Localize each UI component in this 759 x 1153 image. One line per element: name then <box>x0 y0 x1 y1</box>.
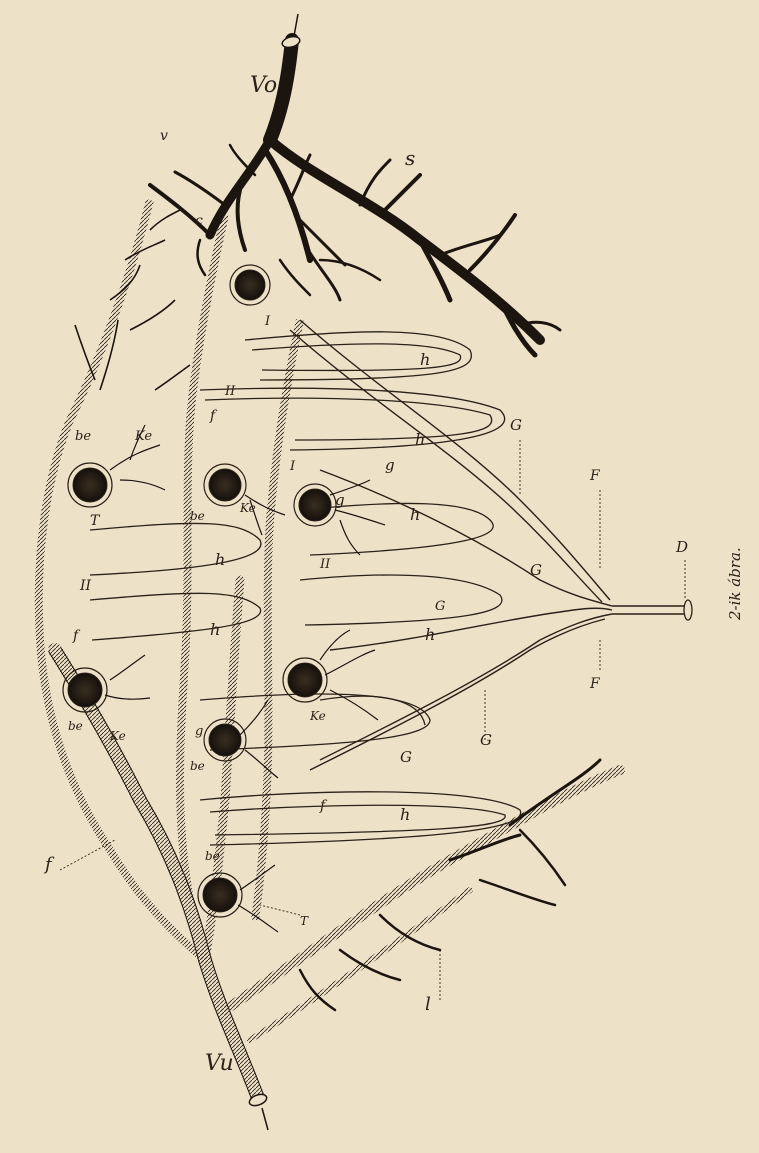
label-i-mid: I <box>289 459 296 474</box>
label-ke-3: Ke <box>109 729 126 743</box>
label-h-5: h <box>210 620 220 639</box>
label-be-3: be <box>68 719 83 733</box>
label-ke-1: Ke <box>134 429 152 444</box>
label-ii-left: II <box>79 578 92 594</box>
label-G-4: G <box>480 731 492 749</box>
label-ke-4: Ke <box>309 709 326 723</box>
label-vu: Vu <box>205 1051 234 1076</box>
label-F-1: F <box>589 468 601 484</box>
label-vo: Vo <box>250 73 277 98</box>
label-l: l <box>425 994 431 1015</box>
label-ii-mid: II <box>319 557 331 572</box>
label-G-1: G <box>510 416 522 434</box>
label-G-3: G <box>435 599 445 614</box>
label-h-3: h <box>410 505 420 524</box>
label-h-1: h <box>420 350 430 369</box>
label-s: s <box>405 146 415 170</box>
label-c: c <box>195 213 203 229</box>
label-g-3: g <box>195 724 203 739</box>
label-i-upper: I <box>264 314 271 329</box>
label-G-5: G <box>400 748 412 766</box>
duct-outlet-cap <box>684 600 692 620</box>
label-d: D <box>675 538 688 556</box>
label-F-2: F <box>589 676 601 692</box>
label-h-2: h <box>415 430 425 449</box>
label-be-5: be <box>205 849 220 863</box>
label-G-2: G <box>530 561 542 579</box>
label-g-1: g <box>335 491 345 509</box>
label-be-4: be <box>190 759 205 773</box>
label-h-7: h <box>400 805 410 824</box>
label-be-2: be <box>190 509 205 523</box>
label-be-1: be <box>75 429 91 444</box>
label-h-4: h <box>215 550 225 569</box>
label-h-6: h <box>425 625 435 644</box>
label-ke-2: Ke <box>239 501 256 515</box>
label-t-lower: T <box>300 914 309 928</box>
label-ii-upper: II <box>224 384 236 399</box>
label-v: v <box>160 128 168 144</box>
figure-caption: 2-ik ábra. <box>726 547 744 621</box>
label-g-2: g <box>385 456 395 474</box>
